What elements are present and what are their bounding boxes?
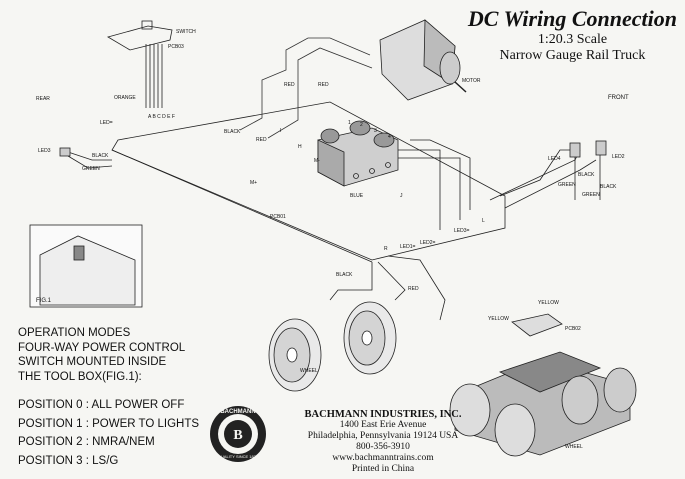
switch-plate (106, 25, 173, 51)
j-tag: J (400, 193, 403, 199)
orange-label: ORANGE (114, 95, 136, 101)
yellow-label-2: YELLOW (488, 316, 509, 322)
modes-line: SWITCH MOUNTED INSIDE (18, 356, 167, 368)
company-phone: 800-356-3910 (356, 442, 410, 452)
wheel-left (268, 318, 322, 392)
wheel-label-left: WHEEL (300, 368, 318, 374)
led2-label: LED2 (612, 154, 625, 160)
modes-line: THE TOOL BOX(FIG.1): (18, 370, 142, 383)
logo-letter: B (233, 428, 242, 443)
logo-bottom-text: QUALITY SINCE 1835 (218, 454, 259, 459)
wheel-right (343, 301, 397, 375)
led2-tag: LED2= (420, 240, 436, 246)
l-tag: L (482, 218, 485, 224)
motor-label: MOTOR (462, 78, 481, 84)
modes-line: FOUR-WAY POWER CONTROL (18, 341, 186, 354)
led-right-pair (569, 140, 607, 200)
wheel-label-right: WHEEL (565, 444, 583, 450)
red-label-3: RED (256, 137, 267, 143)
led1-tag: LED1= (400, 244, 416, 250)
switch-label: SWITCH (176, 29, 196, 35)
h-tag: H (298, 144, 302, 150)
green-label-right: GREEN (558, 182, 576, 188)
pcb02-label: PCB02 (565, 326, 581, 332)
front-label: FRONT (608, 95, 629, 101)
company-web: www.bachmanntrains.com (332, 453, 434, 463)
led3-tag: LED3= (454, 228, 470, 234)
pcb01-board (111, 101, 506, 261)
terminal-2: 2 (360, 122, 363, 128)
red-label-2: RED (318, 82, 329, 88)
operation-modes: OPERATION MODES FOUR-WAY POWER CONTROL S… (18, 326, 185, 384)
terminal-1: 1 (348, 120, 351, 126)
position-1: POSITION 1 : POWER TO LIGHTS (18, 417, 200, 430)
black-label-board: BLACK (224, 129, 241, 135)
fig1-box (29, 224, 143, 308)
yellow-label-1: YELLOW (538, 300, 559, 306)
black-label-right1: BLACK (578, 172, 595, 178)
red-label-lower: RED (408, 286, 419, 292)
fig1-label: FIG.1 (36, 298, 52, 304)
company-address2: Philadelphia, Pennsylvania 19124 USA (307, 431, 459, 441)
i-tag: I (280, 128, 281, 134)
title-block: DC Wiring Connection 1:20.3 Scale Narrow… (468, 6, 677, 64)
black-label-right2: BLACK (600, 184, 617, 190)
black-label-left: BLACK (92, 153, 109, 159)
terminal-4: 4 (388, 134, 391, 140)
company-name: BACHMANN INDUSTRIES, INC. (304, 409, 462, 420)
company-info: BACHMANN INDUSTRIES, INC. 1400 East Erie… (283, 409, 483, 475)
model-subtitle: Narrow Gauge Rail Truck (499, 48, 646, 63)
company-origin: Printed in China (351, 464, 415, 474)
led3 (59, 147, 71, 157)
green-label-right2: GREEN (582, 192, 600, 198)
led4-label: LED4 (548, 156, 561, 162)
bachmann-logo: B BACHMANN QUALITY SINCE 1835 (210, 406, 266, 462)
blue-label: BLUE (350, 193, 364, 199)
truck-assembly (449, 351, 637, 457)
led3-label: LED3 (38, 148, 51, 154)
led-a-label: LED= (100, 120, 113, 126)
red-label-1: RED (284, 82, 295, 88)
rear-label: REAR (36, 96, 50, 102)
m-plus-tag: M+ (250, 180, 257, 186)
pin-letters: A B C D E F (148, 114, 175, 120)
position-3: POSITION 3 : LS/G (18, 454, 119, 467)
terminal-3: 3 (374, 128, 377, 134)
modes-line: OPERATION MODES (18, 327, 131, 339)
terminal-block (317, 120, 399, 187)
black-label-lower: BLACK (336, 272, 353, 278)
motor (379, 19, 467, 101)
page-title: DC Wiring Connection (467, 6, 677, 31)
m-minus-tag: M- (314, 158, 320, 164)
pcb02-board (511, 313, 563, 337)
switch-positions: POSITION 0 : ALL POWER OFF POSITION 1 : … (18, 396, 199, 470)
logo-top-text: BACHMANN (220, 409, 255, 415)
company-address1: 1400 East Erie Avenue (339, 420, 427, 430)
green-label-left: GREEN (82, 166, 100, 172)
position-2: POSITION 2 : NMRA/NEM (18, 436, 155, 448)
r-tag: R (384, 246, 388, 252)
position-0: POSITION 0 : ALL POWER OFF (18, 399, 185, 411)
pcb01-label: PCB01 (270, 214, 286, 220)
scale-subtitle: 1:20.3 Scale (537, 32, 608, 47)
pcb03-label: PCB03 (168, 44, 184, 50)
